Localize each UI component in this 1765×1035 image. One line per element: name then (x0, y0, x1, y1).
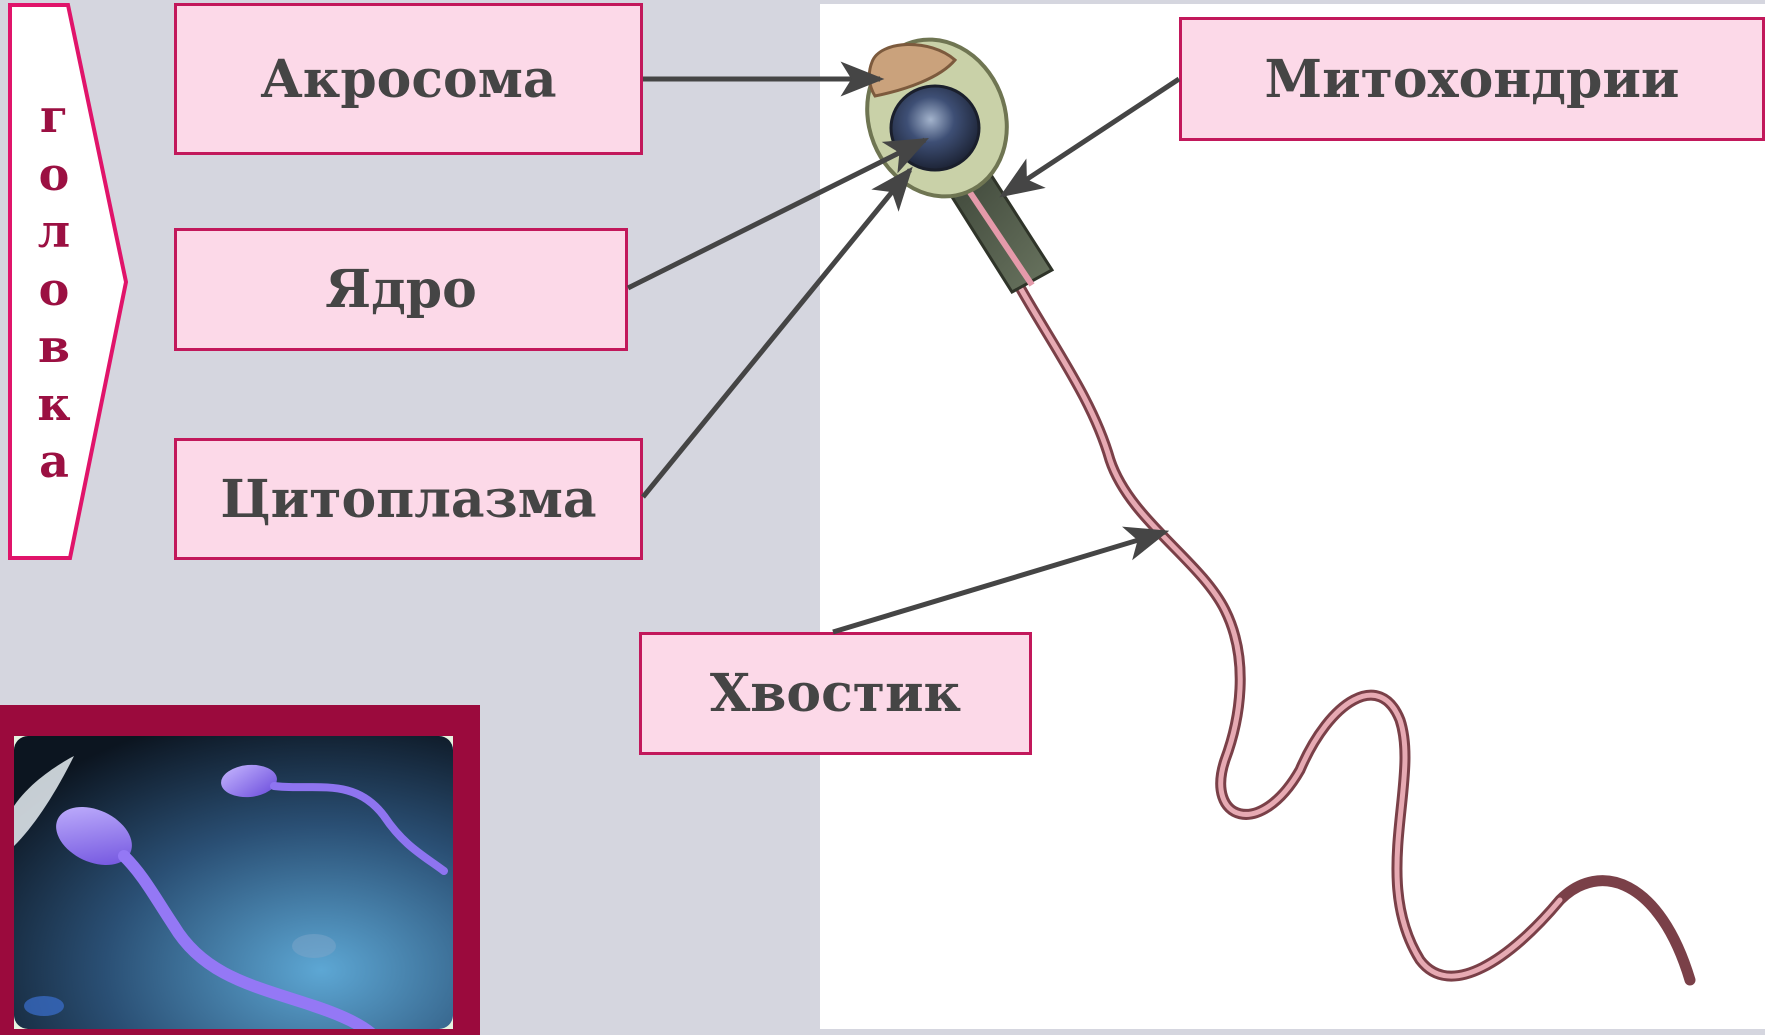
head-label: г о л о в к а (24, 88, 84, 491)
illustration-panel (820, 4, 1765, 1029)
acrosome-label: Акросома (174, 3, 643, 155)
mitochondria-label: Митохондрии (1179, 17, 1765, 141)
head-letter: г (40, 88, 68, 146)
sperm-photo (14, 736, 453, 1029)
head-letter: о (39, 146, 70, 204)
head-letter: о (39, 261, 70, 319)
head-letter: л (38, 203, 70, 261)
tail-label: Хвостик (639, 632, 1032, 755)
head-letter: в (38, 318, 70, 376)
head-letter: а (39, 433, 69, 491)
head-letter: к (37, 376, 70, 434)
nucleus-label: Ядро (174, 228, 628, 351)
cytoplasm-label: Цитоплазма (174, 438, 643, 560)
